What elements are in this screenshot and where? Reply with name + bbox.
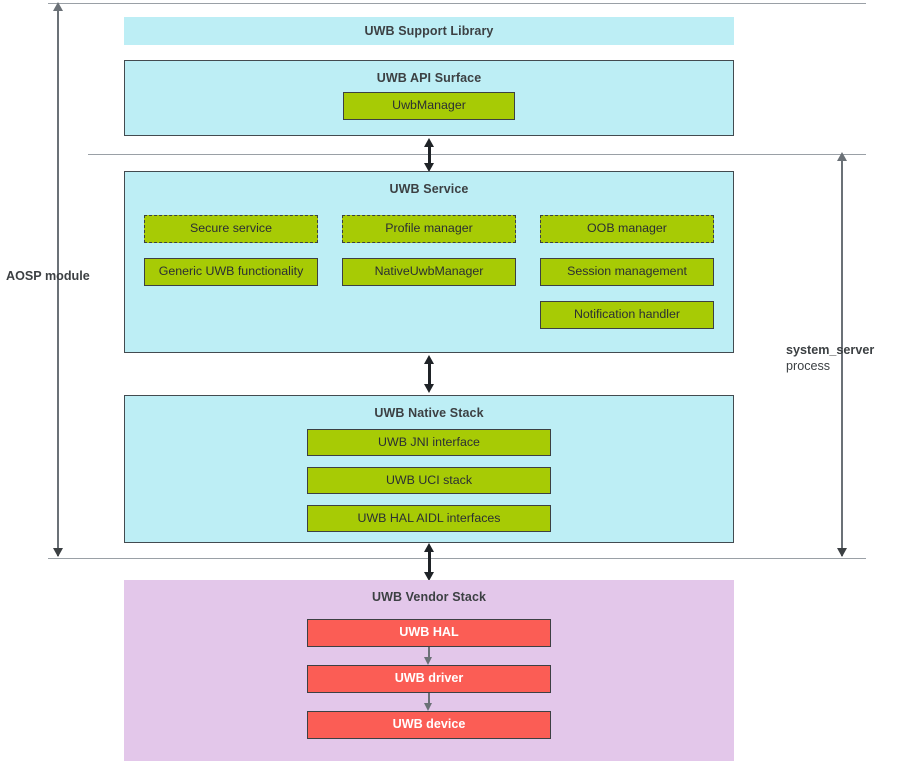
connector-native-to-vendor	[421, 543, 437, 581]
chip-notification-handler[interactable]: Notification handler	[540, 301, 714, 329]
chip-session-management[interactable]: Session management	[540, 258, 714, 286]
system-server-label-bold: system_server	[786, 343, 875, 357]
aosp-module-label: AOSP module	[6, 269, 102, 285]
aosp-bracket-arrow-down	[53, 548, 63, 557]
arrow-driver-to-device	[423, 693, 435, 711]
chip-uwb-hal[interactable]: UWB HAL	[307, 619, 551, 647]
arrow-head-down	[424, 703, 432, 711]
top-boundary-rule	[48, 3, 866, 4]
chip-uwb-device[interactable]: UWB device	[307, 711, 551, 739]
chip-generic-uwb-functionality[interactable]: Generic UWB functionality	[144, 258, 318, 286]
connector-stem	[428, 551, 431, 573]
connector-arrowhead-up	[424, 355, 434, 364]
connector-arrowhead-up	[424, 138, 434, 147]
bottom-boundary-rule	[48, 558, 866, 559]
layer-title-api-surface: UWB API Surface	[376, 71, 482, 85]
connector-arrowhead-up	[424, 543, 434, 552]
chip-oob-manager[interactable]: OOB manager	[540, 215, 714, 243]
chip-uwb-manager[interactable]: UwbManager	[343, 92, 515, 120]
layer-title-support-library: UWB Support Library	[364, 24, 494, 38]
aosp-module-label-text: AOSP module	[6, 269, 90, 283]
connector-stem	[428, 363, 431, 385]
layer-title-uwb-service: UWB Service	[389, 182, 469, 196]
system-server-label: system_server process	[786, 343, 898, 374]
arrow-hal-to-driver	[423, 647, 435, 665]
system-server-bracket-line	[841, 156, 843, 556]
chip-profile-manager[interactable]: Profile manager	[342, 215, 516, 243]
connector-api-to-service	[421, 138, 437, 172]
system-server-bracket-arrow-down	[837, 548, 847, 557]
chip-native-uwb-manager[interactable]: NativeUwbManager	[342, 258, 516, 286]
aosp-bracket-line	[57, 6, 59, 556]
system-server-bracket-arrow-up	[837, 152, 847, 161]
arrow-head-down	[424, 657, 432, 665]
aosp-bracket-arrow-up	[53, 2, 63, 11]
connector-arrowhead-down	[424, 384, 434, 393]
connector-arrowhead-down	[424, 163, 434, 172]
chip-secure-service[interactable]: Secure service	[144, 215, 318, 243]
connector-service-to-native	[421, 355, 437, 393]
api-service-boundary-rule	[88, 154, 866, 155]
connector-arrowhead-down	[424, 572, 434, 581]
chip-uwb-jni-interface[interactable]: UWB JNI interface	[307, 429, 551, 456]
connector-stem	[428, 146, 431, 164]
chip-uwb-hal-aidl-interfaces[interactable]: UWB HAL AIDL interfaces	[307, 505, 551, 532]
layer-title-vendor-stack: UWB Vendor Stack	[371, 590, 487, 604]
arrow-stem	[428, 693, 430, 705]
arrow-stem	[428, 647, 430, 659]
chip-uwb-uci-stack[interactable]: UWB UCI stack	[307, 467, 551, 494]
system-server-label-light: process	[786, 358, 831, 373]
layer-title-native-stack: UWB Native Stack	[374, 406, 484, 420]
layer-uwb-support-library: UWB Support Library	[124, 17, 734, 45]
chip-uwb-driver[interactable]: UWB driver	[307, 665, 551, 693]
